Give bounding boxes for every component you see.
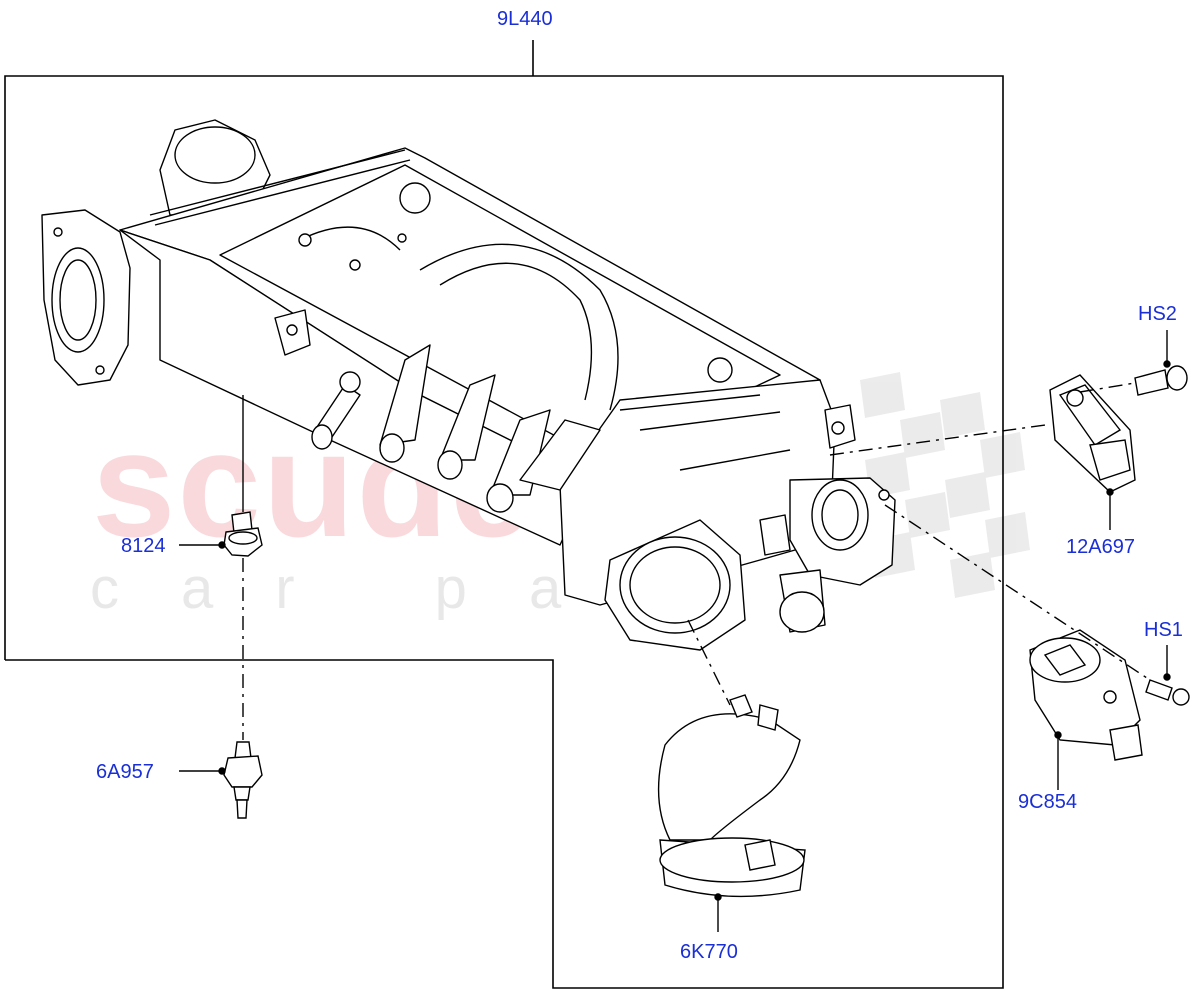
valve-part (223, 741, 263, 819)
callout-9L440[interactable]: 9L440 (497, 8, 553, 30)
callout-6A957[interactable]: 6A957 (96, 761, 154, 783)
callout-8124[interactable]: 8124 (121, 535, 166, 557)
actuator-part (1029, 629, 1143, 761)
hose-part (657, 694, 806, 898)
callout-12A697[interactable]: 12A697 (1066, 536, 1135, 558)
bolt-hs2-part (1134, 365, 1188, 396)
nut-part (223, 511, 263, 557)
callout-6K770[interactable]: 6K770 (680, 941, 738, 963)
callout-HS1[interactable]: HS1 (1144, 619, 1183, 641)
callout-HS2[interactable]: HS2 (1138, 303, 1177, 325)
sensor-part (1049, 374, 1136, 493)
bolt-hs1-part (1145, 679, 1190, 706)
intercooler-manifold (41, 119, 896, 651)
callout-9C854[interactable]: 9C854 (1018, 791, 1077, 813)
assembly-bracket (4, 40, 1004, 989)
leader-lines (179, 330, 1171, 932)
